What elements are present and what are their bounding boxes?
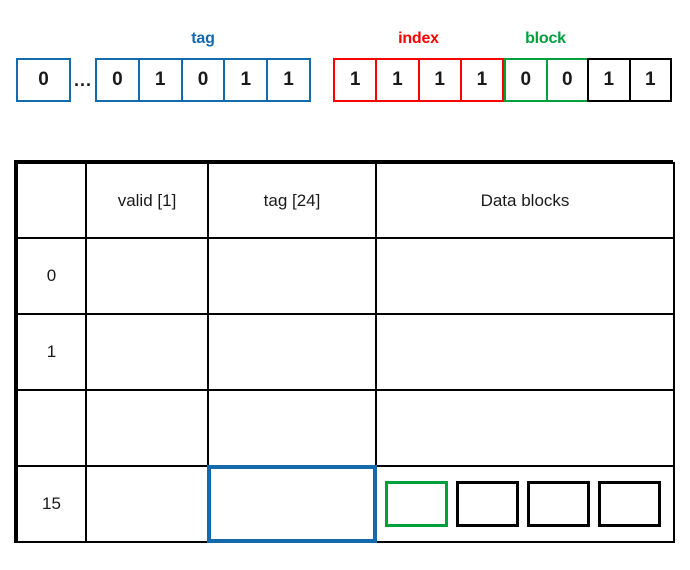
bit-cell: 1 (137, 58, 183, 102)
tag-highlight-box (207, 465, 377, 543)
row-index-cell-selected: 15 (16, 465, 87, 543)
row-data-cell[interactable] (375, 389, 675, 467)
row-data-cell[interactable] (375, 237, 675, 315)
bit-cell: 1 (459, 58, 504, 102)
field-label-tag: tag (191, 30, 215, 47)
bit-cell: 1 (375, 58, 420, 102)
header-cell-tag: tag [24] (207, 162, 377, 239)
row-data-cell-selected[interactable] (375, 465, 675, 543)
header-cell-index (16, 162, 87, 239)
bit-cell: 1 (587, 58, 631, 102)
table-row (16, 389, 675, 467)
row-data-cell[interactable] (375, 313, 675, 391)
data-blocks-container (377, 467, 673, 541)
row-tag-cell[interactable] (207, 389, 377, 467)
field-label-block: block (525, 30, 566, 47)
field-label-index: index (398, 30, 439, 47)
address-bit-diagram: tag index block 0 ... 0 1 0 1 1 1 1 1 1 … (0, 0, 690, 120)
bit-cell: 0 (95, 58, 140, 102)
row-valid-cell[interactable] (85, 389, 209, 467)
cache-table: valid [1] tag [24] Data blocks 0 1 15 (14, 160, 675, 543)
row-tag-cell[interactable] (207, 237, 377, 315)
bit-cell: 1 (333, 58, 378, 102)
row-index-cell: 0 (16, 237, 87, 315)
table-row: 0 (16, 237, 675, 315)
row-index-cell (16, 389, 87, 467)
header-cell-data-blocks: Data blocks (375, 162, 675, 239)
bitgroup-tag: 0 1 0 1 1 (95, 58, 311, 102)
header-cell-valid: valid [1] (85, 162, 209, 239)
bit-cell: 0 (180, 58, 226, 102)
table-header-row: valid [1] tag [24] Data blocks (16, 162, 675, 239)
data-block[interactable] (527, 481, 590, 527)
data-block[interactable] (598, 481, 661, 527)
data-block-selected[interactable] (385, 481, 448, 527)
bitgroup-block: 0 0 (504, 58, 589, 102)
bit-cell: 1 (266, 58, 311, 102)
bit-cell: 0 (504, 58, 548, 102)
bit-cell: 0 (16, 58, 71, 102)
bit-cell: 1 (223, 58, 269, 102)
bitgroup-index: 1 1 1 1 (333, 58, 504, 102)
row-tag-cell[interactable] (207, 313, 377, 391)
row-valid-cell[interactable] (85, 313, 209, 391)
ellipsis-separator: ... (73, 69, 92, 90)
bit-cell: 1 (628, 58, 672, 102)
row-tag-cell-selected[interactable] (207, 465, 377, 543)
data-block[interactable] (456, 481, 519, 527)
bitgroup-offset: 1 1 (587, 58, 672, 102)
bit-cell: 1 (417, 58, 462, 102)
row-valid-cell[interactable] (85, 465, 209, 543)
bitgroup-leading: 0 (16, 58, 71, 102)
table-row-selected: 15 (16, 465, 675, 543)
row-index-cell: 1 (16, 313, 87, 391)
row-valid-cell[interactable] (85, 237, 209, 315)
table-row: 1 (16, 313, 675, 391)
bit-cell: 0 (545, 58, 589, 102)
